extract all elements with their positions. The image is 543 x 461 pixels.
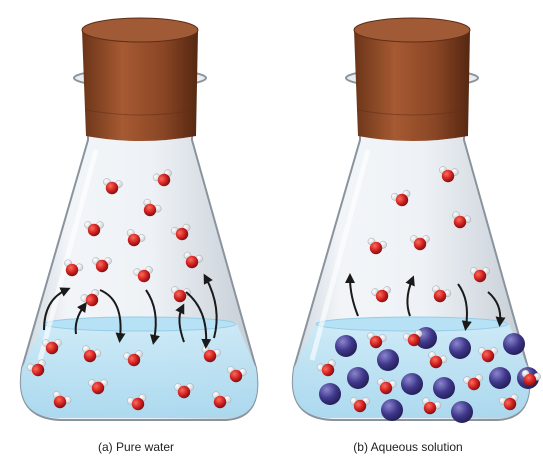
caption-pure-water: (a) Pure water: [36, 440, 236, 454]
flask-b: [293, 18, 530, 420]
solute-ion: [347, 367, 369, 389]
solute-ion: [377, 349, 399, 371]
flask-b-water-surface: [316, 317, 508, 331]
solute-ion: [451, 401, 473, 423]
flask-a-cork: [82, 18, 198, 141]
solute-ion: [401, 373, 423, 395]
solute-ion: [335, 335, 357, 357]
solute-ion: [503, 333, 525, 355]
flask-b-cork: [354, 18, 470, 141]
solute-ion: [449, 337, 471, 359]
solute-ion: [433, 377, 455, 399]
solute-ion: [489, 367, 511, 389]
flask-a-water-surface: [44, 317, 236, 331]
solute-ion: [319, 383, 341, 405]
caption-aqueous-solution: (b) Aqueous solution: [308, 440, 508, 454]
solute-ion: [381, 399, 403, 421]
